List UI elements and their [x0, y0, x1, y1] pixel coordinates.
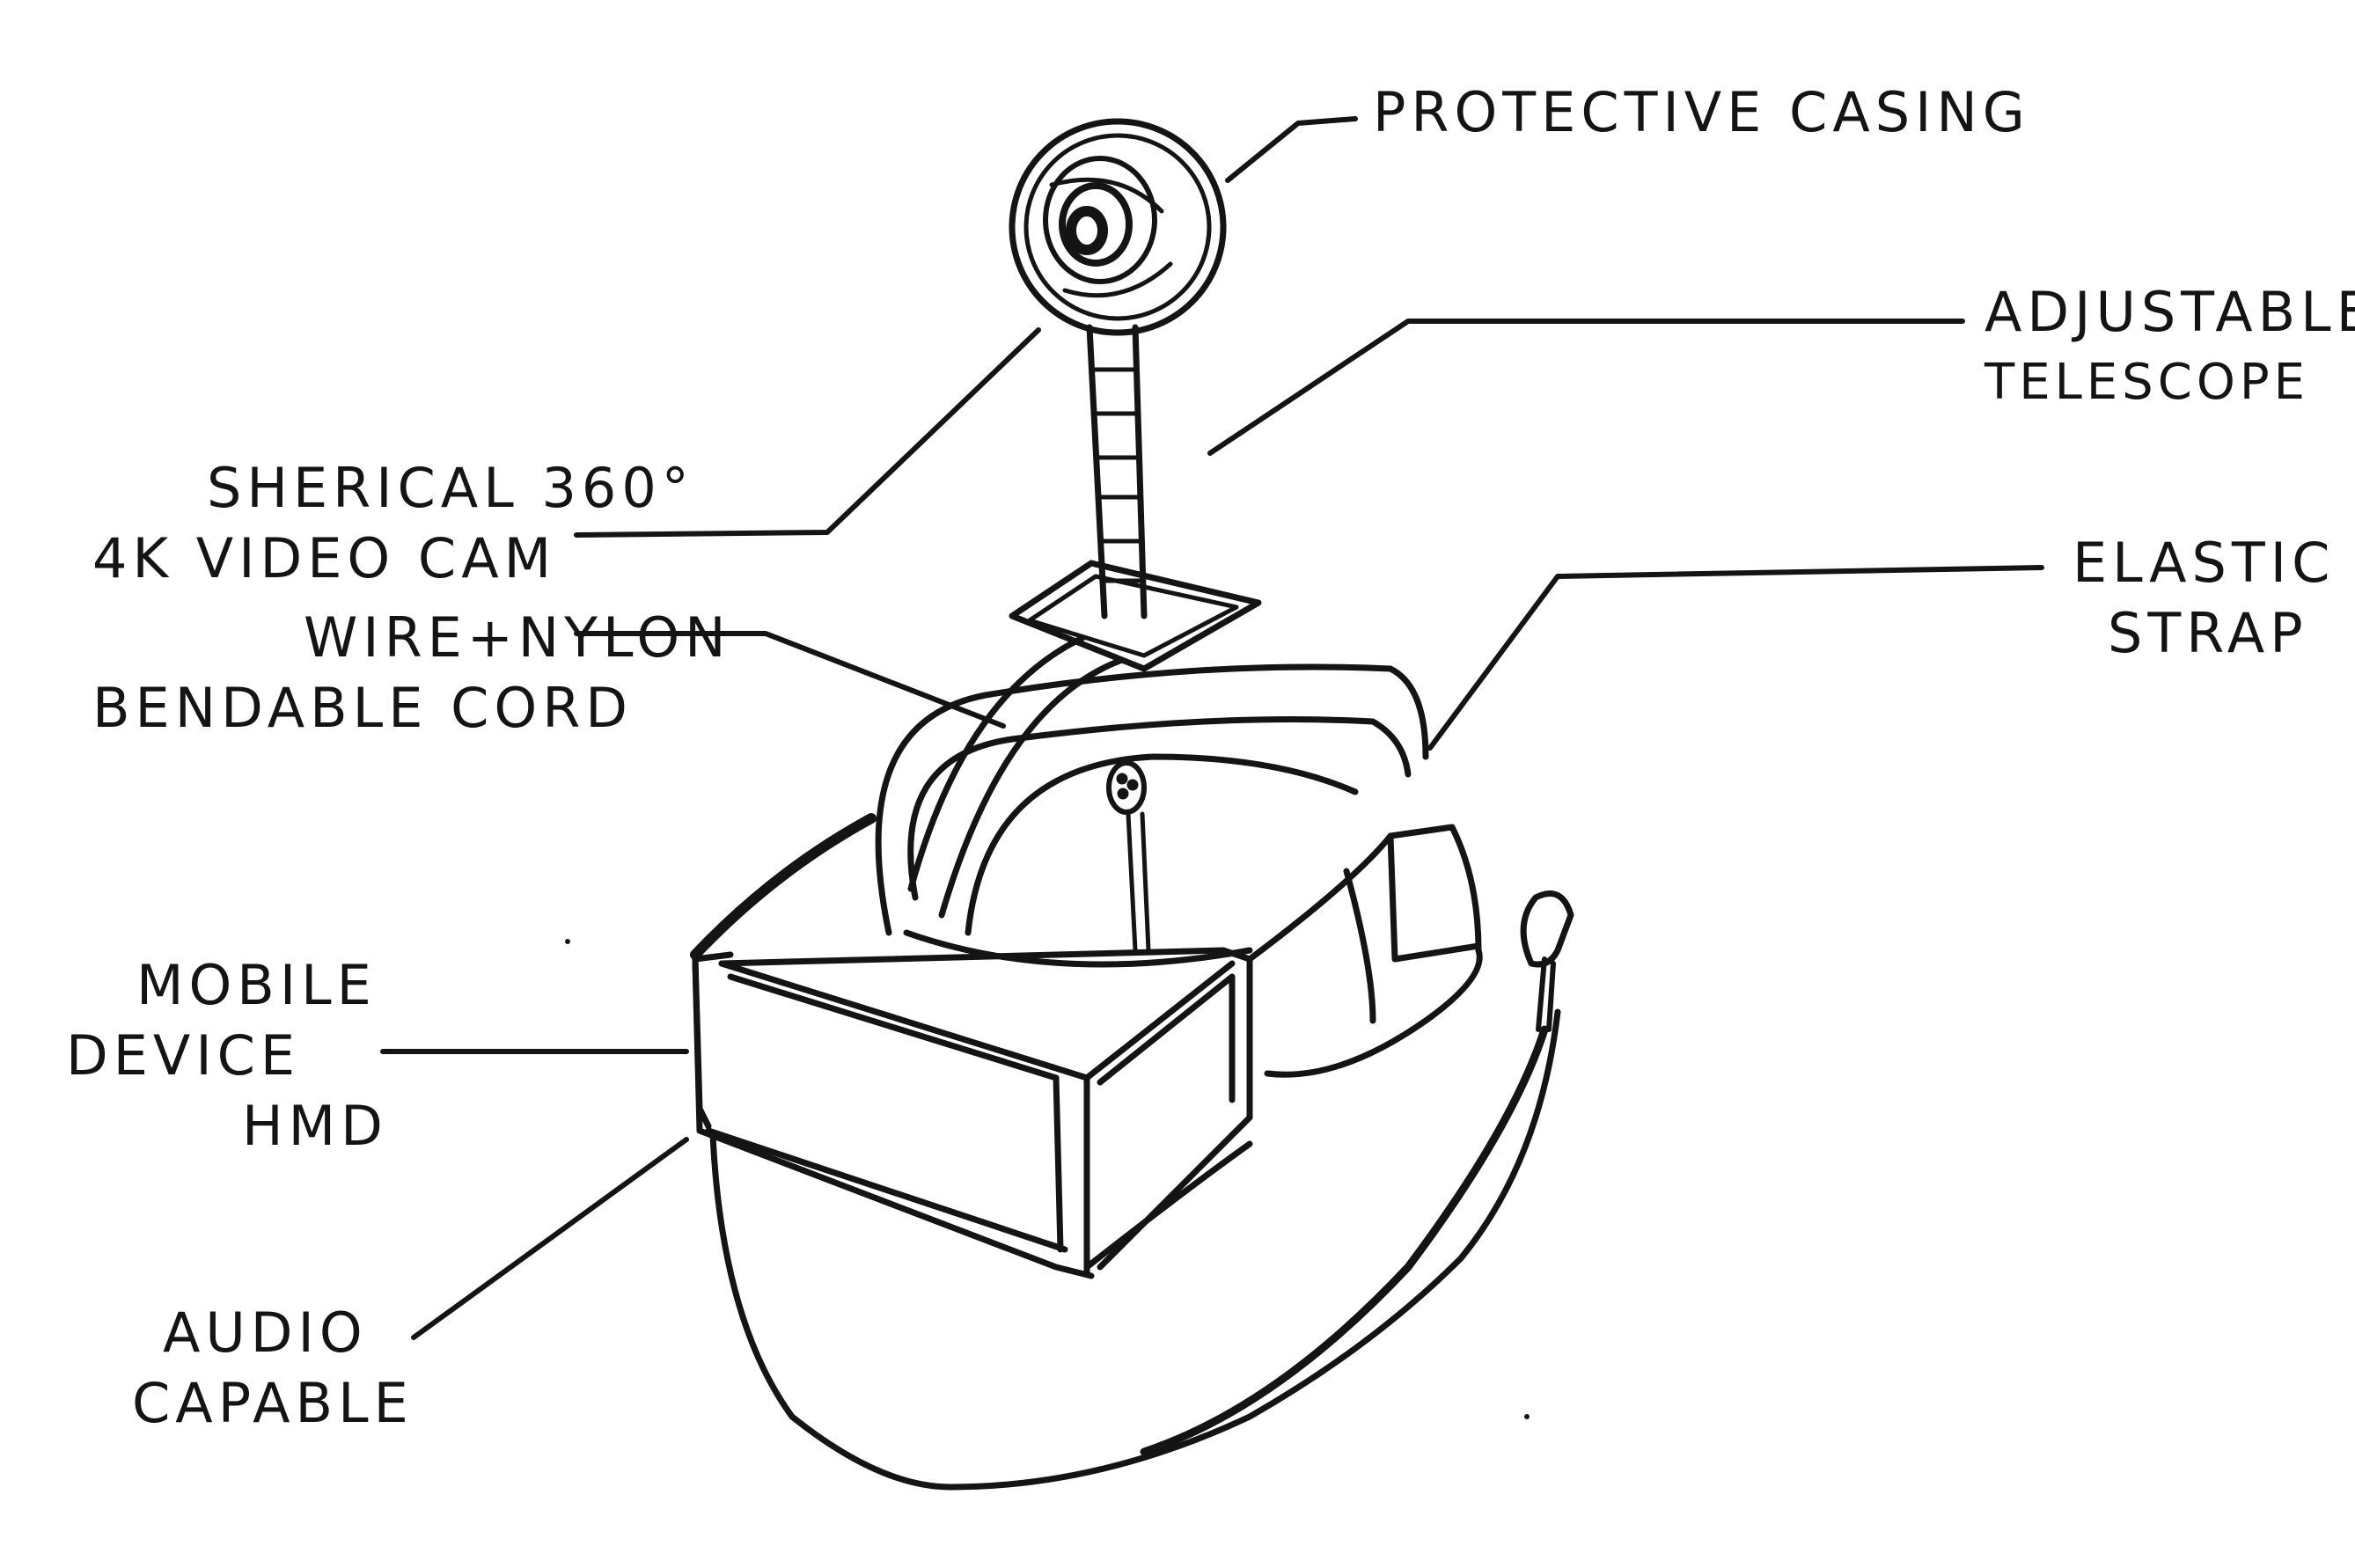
label-line: HMD [242, 1094, 388, 1158]
label-line: BENDABLE CORD [92, 676, 634, 740]
telescope-pole [1086, 324, 1148, 619]
mount-plate [1009, 560, 1262, 672]
label-line: STRAP [2108, 601, 2308, 665]
leader-bendable-cord [574, 631, 1006, 729]
label-mobile-hmd: MOBILE DEVICE HMD [66, 950, 388, 1161]
bendable-cord [907, 634, 1126, 919]
hmd-top-edge [690, 813, 877, 960]
leader-audio-capable [411, 1137, 689, 1340]
label-line: SHERICAL 360° [207, 456, 694, 520]
leader-spherical-cam [574, 327, 1041, 538]
label-elastic-strap: ELASTIC STRAP [2073, 528, 2335, 669]
microphone [1106, 760, 1151, 953]
label-spherical-cam: SHERICAL 360° 4K VIDEO CAM [92, 453, 694, 594]
label-adjustable-telescope: ADJUSTABLE TELESCOPE [1985, 277, 2355, 418]
label-line: AUDIO [163, 1301, 368, 1365]
leader-protective-casing [1225, 116, 1358, 183]
ink-speck [1524, 1414, 1530, 1419]
leader-adjustable-telescope [1207, 319, 1965, 456]
earbud-cable [1140, 890, 1574, 1456]
label-line: WIRE+NYLON [304, 605, 731, 670]
label-line: DEVICE [66, 1023, 301, 1088]
face-cushion [709, 1008, 1561, 1491]
ink-speck [565, 939, 570, 944]
elastic-strap-block [1246, 824, 1483, 1078]
label-line: 4K VIDEO CAM [92, 526, 557, 590]
head-strap [875, 663, 1429, 968]
label-protective-casing: PROTECTIVE CASING [1373, 77, 2030, 148]
hmd-box [692, 947, 1253, 1279]
label-line: PROTECTIVE CASING [1373, 80, 2030, 144]
label-line: ADJUSTABLE [1985, 280, 2355, 344]
leader-elastic-strap [1427, 565, 2044, 751]
camera-sphere [1009, 118, 1227, 336]
label-line: MOBILE [136, 953, 377, 1017]
label-bendable-cord: WIRE+NYLON BENDABLE CORD [92, 603, 731, 744]
label-line: ELASTIC [2073, 531, 2336, 595]
label-line: TELESCOPE [1985, 354, 2310, 411]
label-line: CAPABLE [132, 1371, 414, 1435]
label-audio-capable: AUDIO CAPABLE [132, 1298, 414, 1439]
leader-lines [380, 116, 2044, 1340]
